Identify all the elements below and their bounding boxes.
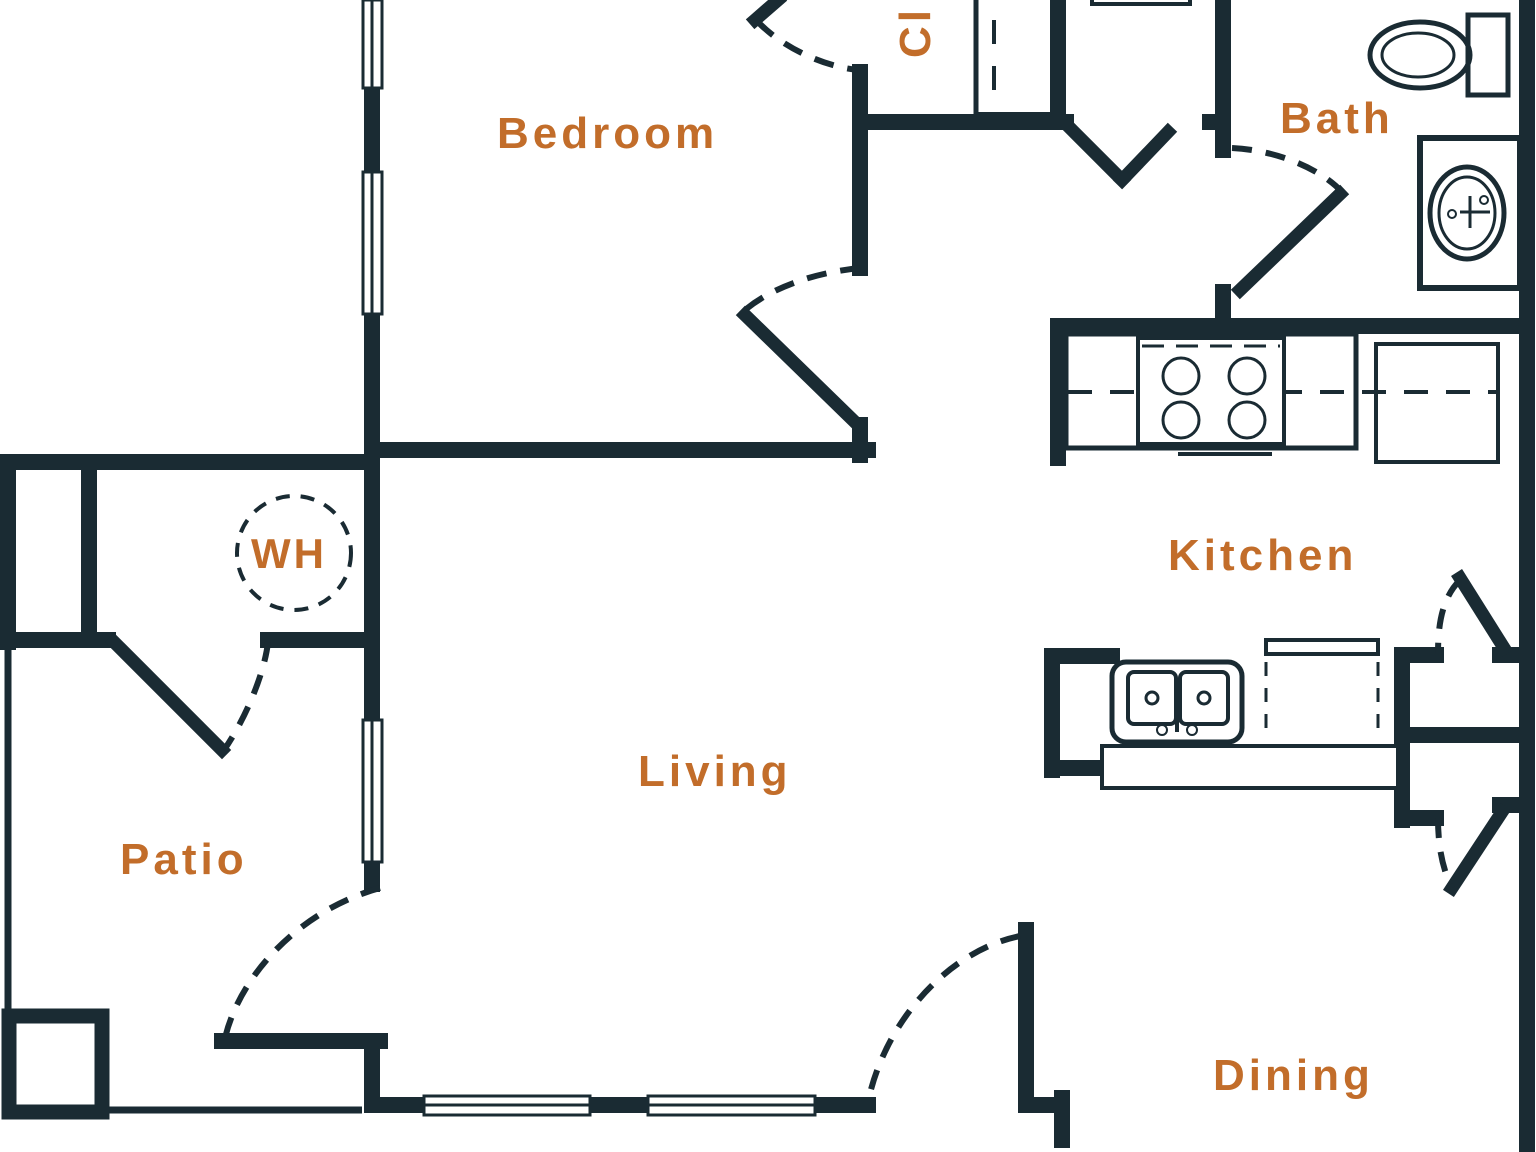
vanity <box>1417 135 1523 291</box>
burner-1 <box>1161 356 1201 396</box>
bath-door-swing <box>1231 145 1345 195</box>
pantry-door-leaf-bottom <box>1442 802 1512 898</box>
bedroom-door-swing <box>743 265 861 313</box>
refrigerator <box>1374 342 1500 464</box>
sink-basin-right <box>1178 670 1230 726</box>
room-label-closet: Cl <box>891 6 940 58</box>
closet-top-door-swing <box>755 19 859 73</box>
door-leaves <box>104 0 1513 898</box>
bath-shelf <box>1090 0 1192 6</box>
storage-door-leaf <box>104 632 232 760</box>
kitchen-fixtures <box>1063 331 1500 790</box>
room-label-bedroom: Bedroom <box>497 109 718 158</box>
patio-door-swing <box>222 885 381 1039</box>
burner-3 <box>1161 400 1201 440</box>
closet-top-door-leaf <box>745 0 788 30</box>
bath-knob-left <box>1447 209 1457 219</box>
burner-2 <box>1227 356 1267 396</box>
water-heater-label: WH <box>251 530 327 577</box>
entry-door-swing <box>865 933 1021 1103</box>
pantry-door-swing-top <box>1435 577 1463 656</box>
bath-fixtures <box>1367 12 1523 291</box>
kitchen-counter <box>1063 331 1359 451</box>
burner-4 <box>1227 400 1267 440</box>
sink-basin-left <box>1126 670 1178 726</box>
pantry-door-swing-bottom <box>1435 817 1455 890</box>
room-label-bath: Bath <box>1280 94 1394 143</box>
peninsula-bar <box>1100 744 1400 790</box>
pantry-door-leaf-top <box>1451 569 1513 657</box>
bath-door-leaf <box>1230 184 1350 300</box>
kitchen-sink <box>1109 659 1245 745</box>
patio-post <box>1 1008 110 1120</box>
room-labels: Bedroom Cl Bath Kitchen Living Patio Din… <box>120 6 1394 1100</box>
bedroom-door-leaf <box>735 305 868 435</box>
water-heater-icon <box>235 494 353 612</box>
bath-sink <box>1427 164 1507 262</box>
room-label-patio: Patio <box>120 835 248 884</box>
sink-knob-right <box>1186 724 1198 736</box>
toilet-tank <box>1465 12 1511 98</box>
windows <box>361 0 817 1117</box>
room-label-kitchen: Kitchen <box>1168 531 1357 580</box>
range <box>1136 336 1286 446</box>
bath-sink-inner <box>1437 175 1497 251</box>
sink-drain-left <box>1144 690 1160 706</box>
toilet-bowl <box>1367 19 1473 91</box>
sink-drain-right <box>1196 690 1212 706</box>
door-swings <box>221 19 1463 1103</box>
dishwasher-lip <box>1264 638 1380 656</box>
closet-shelf <box>973 0 1192 116</box>
closet-door-leaf-b <box>1112 122 1178 190</box>
storage-door-swing <box>221 641 271 752</box>
closet-door-leaf-a <box>1058 116 1132 190</box>
bath-knob-right <box>1479 195 1489 205</box>
sink-knob-left <box>1156 724 1168 736</box>
room-label-dining: Dining <box>1213 1051 1374 1100</box>
room-label-living: Living <box>638 747 792 796</box>
patio-railing <box>4 642 362 1114</box>
toilet-seat <box>1380 31 1456 79</box>
